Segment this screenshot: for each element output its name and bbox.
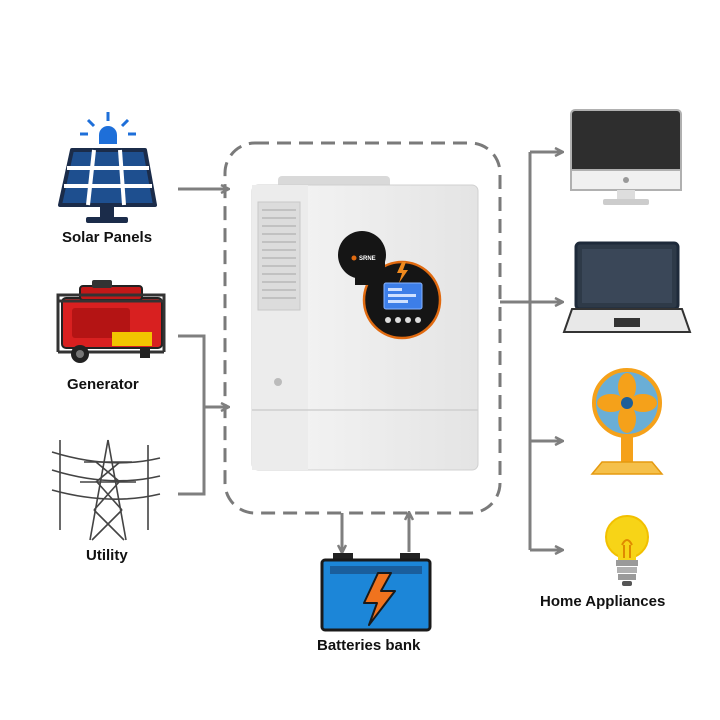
generator-icon bbox=[56, 280, 166, 363]
solar-panels-label: Solar Panels bbox=[62, 229, 153, 246]
utility-label: Utility bbox=[86, 547, 128, 564]
light-bulb-icon bbox=[605, 515, 649, 586]
hybrid-inverter-icon: SRNE bbox=[251, 176, 479, 471]
monitor-icon bbox=[570, 109, 682, 205]
inverter-boundary bbox=[223, 141, 502, 515]
batteries-bank-label: Batteries bank bbox=[317, 637, 421, 654]
inverter-brand: SRNE bbox=[359, 256, 376, 262]
battery-arrows bbox=[342, 513, 409, 552]
fan-icon bbox=[590, 368, 664, 475]
solar-panel-icon bbox=[58, 112, 157, 223]
laptop-icon bbox=[562, 241, 692, 333]
home-appliances-label: Home Appliances bbox=[540, 593, 666, 610]
generator-line bbox=[178, 334, 206, 496]
power-tower-icon bbox=[51, 439, 161, 541]
generator-label: Generator bbox=[67, 376, 139, 393]
input-arrows bbox=[178, 189, 228, 496]
battery-icon bbox=[320, 553, 432, 632]
output-arrows bbox=[500, 152, 562, 550]
